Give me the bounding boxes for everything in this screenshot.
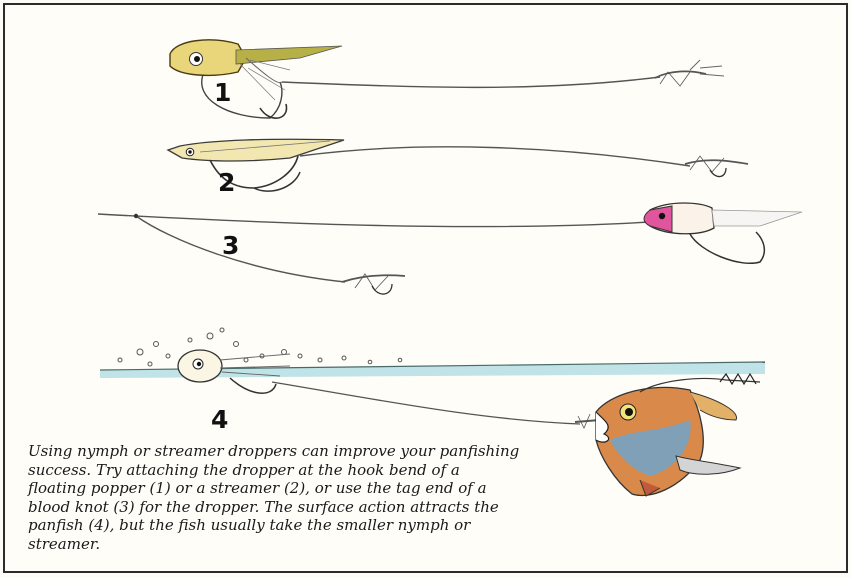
streamer-fly-icon xyxy=(168,139,344,191)
rig-1-label: 1 xyxy=(214,78,231,107)
rig-3-blood-knot-dropper xyxy=(98,203,802,294)
splash-droplets xyxy=(118,328,402,366)
rig-1-popper-dropper xyxy=(170,40,724,118)
rig-2-label: 2 xyxy=(218,168,235,197)
streamer-dropper-icon xyxy=(685,156,748,177)
nymph-dropper-icon xyxy=(655,60,724,86)
blood-knot-icon xyxy=(134,214,138,218)
rig-2-streamer-dropper xyxy=(168,139,748,191)
rig-4-label: 4 xyxy=(211,405,228,434)
figure-caption: Using nymph or streamer droppers can imp… xyxy=(28,442,520,553)
rig-3-label: 3 xyxy=(222,231,239,260)
popper-fly-icon xyxy=(170,40,342,118)
pink-popper-icon xyxy=(644,203,802,263)
tag-nymph-icon xyxy=(342,274,405,294)
panfish-icon xyxy=(596,374,760,496)
